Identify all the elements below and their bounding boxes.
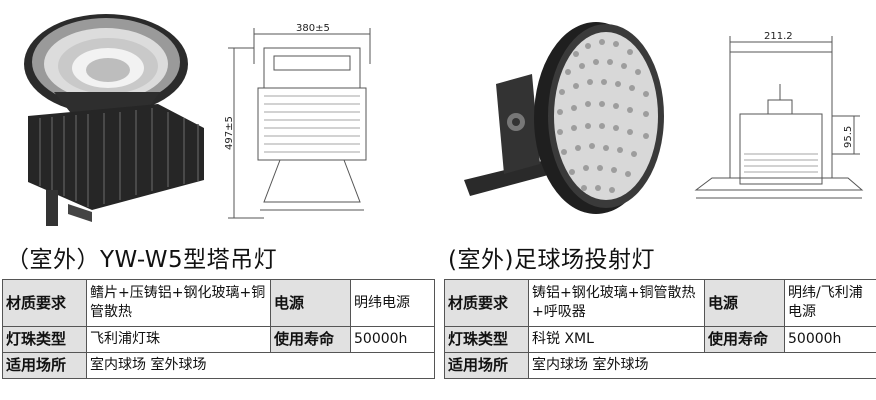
venue-value: 室内球场 室外球场 [86, 352, 435, 379]
bead-type-label: 灯珠类型 [2, 326, 87, 353]
lifespan-label: 使用寿命 [704, 326, 785, 353]
power-value: 明纬/飞利浦电源 [784, 279, 876, 327]
lifespan-value: 50000h [350, 326, 435, 353]
material-label: 材质要求 [444, 279, 529, 327]
lifespan-label: 使用寿命 [270, 326, 351, 353]
height-dimension-label: 497±5 [224, 116, 235, 150]
power-label: 电源 [704, 279, 785, 327]
football-floodlight-photo [464, 22, 664, 214]
lifespan-value: 50000h [784, 326, 876, 353]
product-panel-football-floodlight: 211.2 95.5 (室外)足球场投射灯 材质要求 铸铝+钢化玻璃+铜管散热+… [444, 0, 876, 400]
venue-label: 适用场所 [444, 352, 529, 379]
product-images: 380±5 497±5 [2, 0, 434, 232]
material-value: 铸铝+钢化玻璃+铜管散热+呼吸器 [528, 279, 705, 327]
venue-value: 室内球场 室外球场 [528, 352, 876, 379]
bead-type-value: 科锐 XML [528, 326, 705, 353]
material-label: 材质要求 [2, 279, 87, 327]
bead-type-label: 灯珠类型 [444, 326, 529, 353]
power-value: 明纬电源 [350, 279, 435, 327]
spec-table: 材质要求 鳍片+压铸铝+钢化玻璃+铜管散热 电源 明纬电源 灯珠类型 飞利浦灯珠… [2, 279, 435, 379]
venue-label: 适用场所 [2, 352, 87, 379]
tower-crane-light-drawing: 380±5 497±5 [224, 23, 371, 219]
spec-table: 材质要求 铸铝+钢化玻璃+铜管散热+呼吸器 电源 明纬/飞利浦电源 灯珠类型 科… [444, 279, 876, 379]
product-caption: （室外）YW-W5型塔吊灯 [6, 247, 278, 273]
material-value: 鳍片+压铸铝+钢化玻璃+铜管散热 [86, 279, 271, 327]
bead-type-value: 飞利浦灯珠 [86, 326, 271, 353]
product-panel-tower-crane-light: 380±5 497±5 （室外）YW-W5型塔吊灯 材质要求 鳍片+压铸铝+钢化… [2, 0, 435, 400]
football-floodlight-drawing: 211.2 95.5 [694, 31, 864, 199]
width-dimension-label: 211.2 [764, 31, 793, 42]
width-dimension-label: 380±5 [296, 23, 330, 34]
side-dimension-label: 95.5 [843, 126, 854, 148]
power-label: 电源 [270, 279, 351, 327]
product-images: 211.2 95.5 [444, 0, 876, 232]
product-caption: (室外)足球场投射灯 [448, 247, 655, 273]
tower-crane-light-photo [24, 14, 204, 226]
